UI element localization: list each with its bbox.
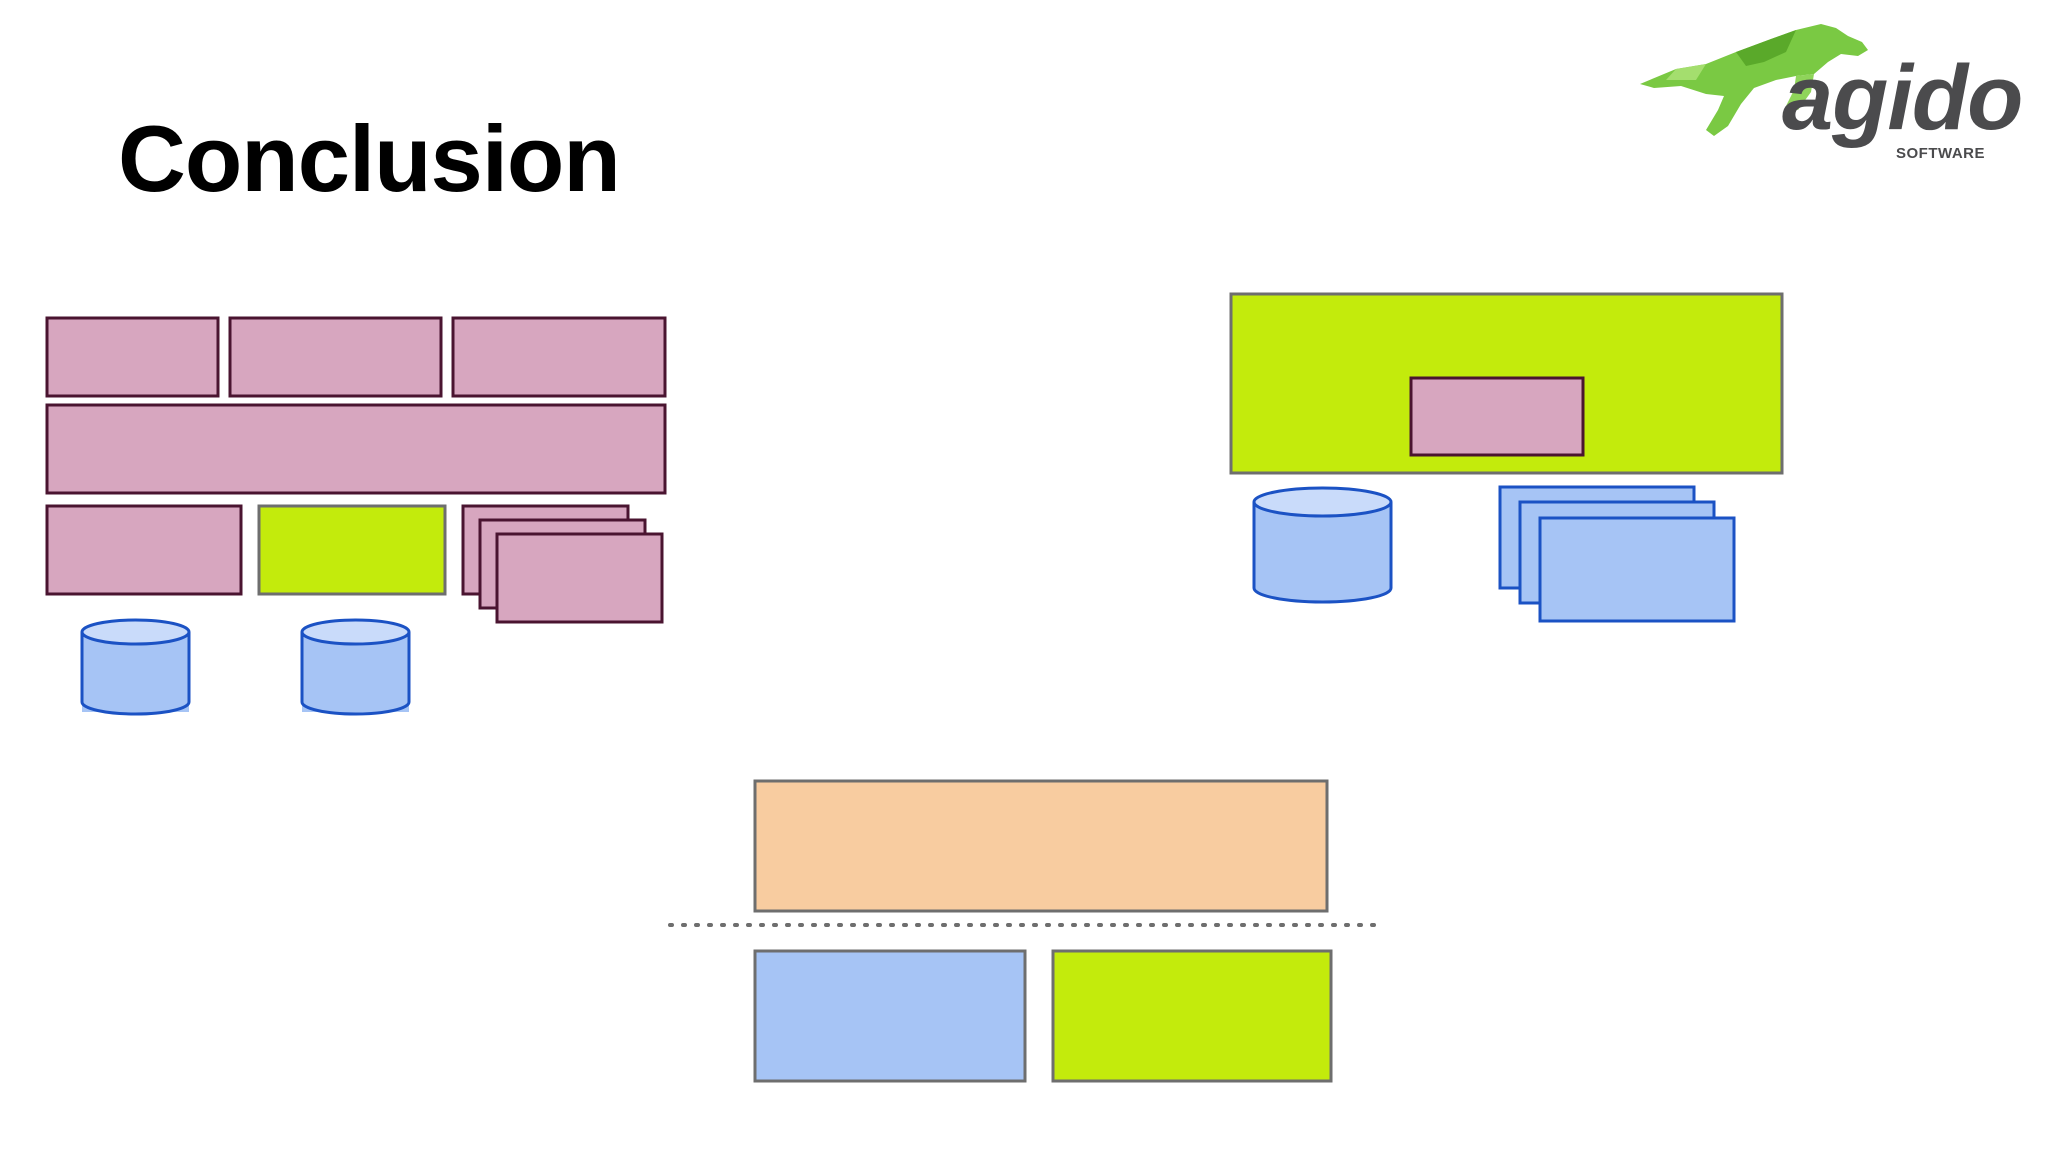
server-stack-front bbox=[1538, 516, 1736, 623]
leaping-panther-icon bbox=[1640, 24, 1868, 136]
module-stack-front bbox=[495, 532, 664, 624]
database-cylinder bbox=[1252, 486, 1393, 604]
logo-wordmark: agido bbox=[1782, 47, 2023, 149]
module-box bbox=[45, 504, 243, 596]
module-box-wide bbox=[45, 403, 667, 495]
database-cylinder bbox=[80, 618, 191, 716]
module-box bbox=[228, 316, 443, 398]
database-cylinder bbox=[300, 618, 411, 716]
monolith-group bbox=[45, 316, 667, 716]
green-module-box bbox=[257, 504, 447, 596]
container-group bbox=[1229, 292, 1784, 623]
logo-tagline: SOFTWARE bbox=[1896, 145, 1985, 162]
module-box bbox=[451, 316, 667, 398]
blue-layer-box bbox=[753, 949, 1027, 1083]
company-logo: agido SOFTWARE bbox=[1636, 14, 2036, 174]
layered-group bbox=[668, 779, 1378, 1083]
peach-layer-box bbox=[753, 779, 1329, 913]
module-box bbox=[45, 316, 220, 398]
green-layer-box bbox=[1051, 949, 1333, 1083]
module-box bbox=[1409, 376, 1585, 457]
slide-title: Conclusion bbox=[118, 106, 621, 211]
